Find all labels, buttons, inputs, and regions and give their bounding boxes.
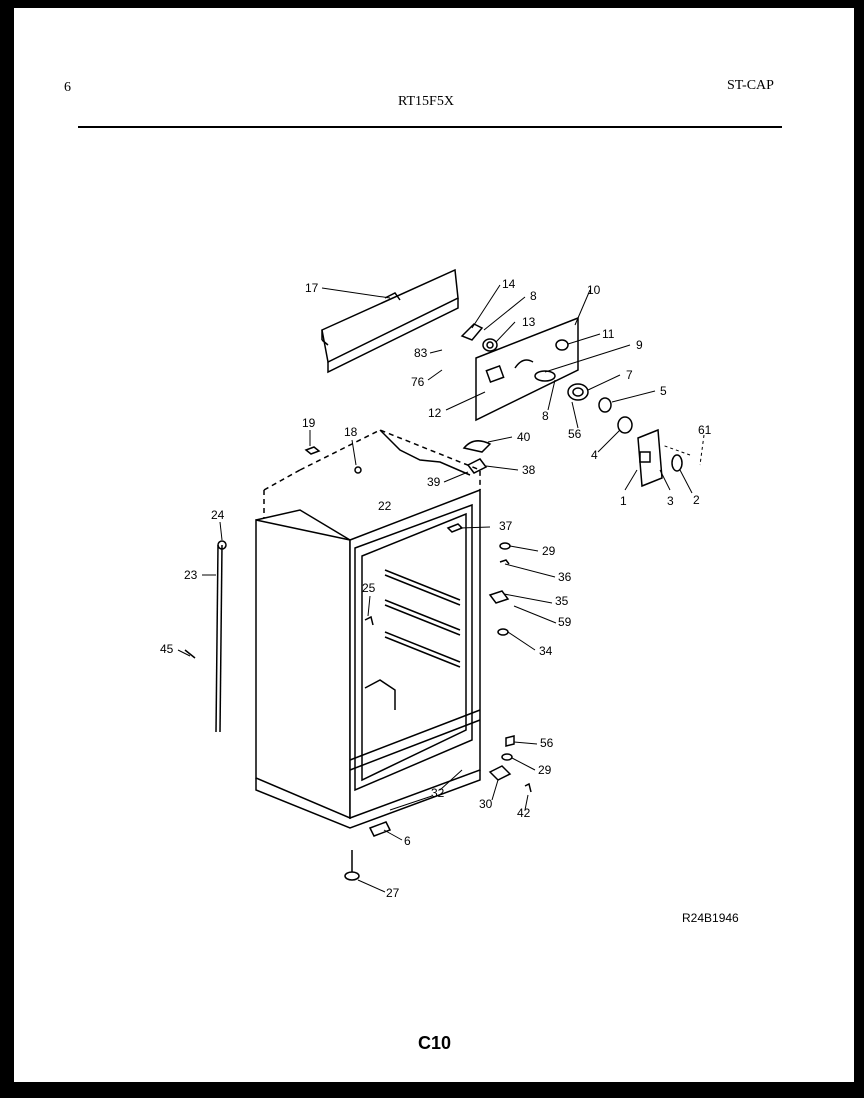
callout-17: 17 bbox=[305, 281, 319, 295]
part-35-hinge bbox=[488, 590, 510, 604]
callout-29a: 29 bbox=[542, 544, 556, 558]
callout-12: 12 bbox=[428, 406, 442, 420]
part-29a-washer bbox=[499, 542, 511, 550]
part-29b-washer bbox=[501, 753, 513, 761]
part-42-screw bbox=[524, 782, 532, 793]
page-code: C10 bbox=[418, 1033, 452, 1053]
callout-13: 13 bbox=[522, 315, 536, 329]
section-code: ST-CAP bbox=[727, 78, 774, 93]
part-34-washer bbox=[497, 628, 509, 636]
callout-18: 18 bbox=[344, 425, 358, 439]
leader-lines bbox=[177, 284, 705, 893]
callout-9: 9 bbox=[636, 338, 643, 352]
page-number: 6 bbox=[64, 80, 71, 95]
callout-27: 27 bbox=[386, 886, 400, 900]
part-56b-spacer bbox=[505, 735, 515, 747]
callout-labels: 17 14 8 10 13 11 9 83 76 7 5 8 12 56 4 6… bbox=[160, 277, 712, 900]
callout-32: 32 bbox=[431, 786, 445, 800]
callout-45: 45 bbox=[160, 642, 174, 656]
drawing-code: R24B1946 bbox=[682, 911, 739, 925]
header-rule bbox=[78, 126, 782, 128]
callout-11: 11 bbox=[602, 327, 615, 341]
part-6-bracket bbox=[368, 821, 392, 837]
callout-83: 83 bbox=[414, 346, 428, 360]
callout-56a: 56 bbox=[568, 427, 582, 441]
part-25-screw bbox=[364, 615, 374, 626]
part-27-leveler bbox=[344, 871, 360, 881]
callout-29b: 29 bbox=[538, 763, 552, 777]
callout-4: 4 bbox=[591, 448, 598, 462]
exploded-parts-diagram: 17 14 8 10 13 11 9 83 76 7 5 8 12 56 4 6… bbox=[160, 268, 712, 900]
callout-40: 40 bbox=[517, 430, 531, 444]
callout-3: 3 bbox=[667, 494, 674, 508]
callout-8b: 8 bbox=[542, 409, 549, 423]
top-cover-panel bbox=[321, 268, 459, 374]
callout-30: 30 bbox=[479, 797, 493, 811]
part-19-block bbox=[304, 446, 321, 455]
callout-5: 5 bbox=[660, 384, 667, 398]
knob-4 bbox=[617, 416, 633, 434]
callout-76: 76 bbox=[411, 375, 425, 389]
callout-61: 61 bbox=[698, 423, 712, 437]
callout-36: 36 bbox=[558, 570, 572, 584]
callout-37: 37 bbox=[499, 519, 513, 533]
callout-7: 7 bbox=[626, 368, 633, 382]
callout-2: 2 bbox=[693, 493, 700, 507]
model-number: RT15F5X bbox=[398, 94, 454, 109]
part-45-screw bbox=[184, 649, 196, 659]
callout-22: 22 bbox=[378, 499, 392, 513]
callout-24: 24 bbox=[211, 508, 225, 522]
refrigerator-cabinet bbox=[255, 429, 481, 829]
callout-39: 39 bbox=[427, 475, 441, 489]
callout-59: 59 bbox=[558, 615, 572, 629]
bulb-socket-7 bbox=[567, 383, 589, 401]
callout-42: 42 bbox=[517, 806, 531, 820]
control-panel bbox=[475, 316, 579, 422]
callout-25: 25 bbox=[362, 581, 376, 595]
callout-23: 23 bbox=[184, 568, 198, 582]
thermostat-13 bbox=[482, 338, 498, 352]
part-30-hinge bbox=[488, 765, 512, 781]
hinge-bracket-14 bbox=[460, 323, 484, 341]
part-40-cover bbox=[462, 440, 492, 453]
callout-10: 10 bbox=[587, 283, 601, 297]
callout-35: 35 bbox=[555, 594, 569, 608]
hinge-pin-rod bbox=[215, 540, 227, 733]
callout-38: 38 bbox=[522, 463, 536, 477]
callout-34: 34 bbox=[539, 644, 553, 658]
callout-1: 1 bbox=[620, 494, 627, 508]
damper-assembly-1 bbox=[637, 428, 683, 488]
part-38-bracket bbox=[466, 458, 488, 474]
callout-19: 19 bbox=[302, 416, 316, 430]
callout-6: 6 bbox=[404, 834, 411, 848]
callout-56b: 56 bbox=[540, 736, 554, 750]
diagram-sheet: 6 RT15F5X ST-CAP bbox=[14, 8, 854, 1082]
lamp-5 bbox=[598, 397, 612, 413]
callout-14: 14 bbox=[502, 277, 516, 291]
part-36-screw bbox=[499, 559, 510, 565]
callout-8: 8 bbox=[530, 289, 537, 303]
part-18-screw bbox=[354, 466, 362, 474]
